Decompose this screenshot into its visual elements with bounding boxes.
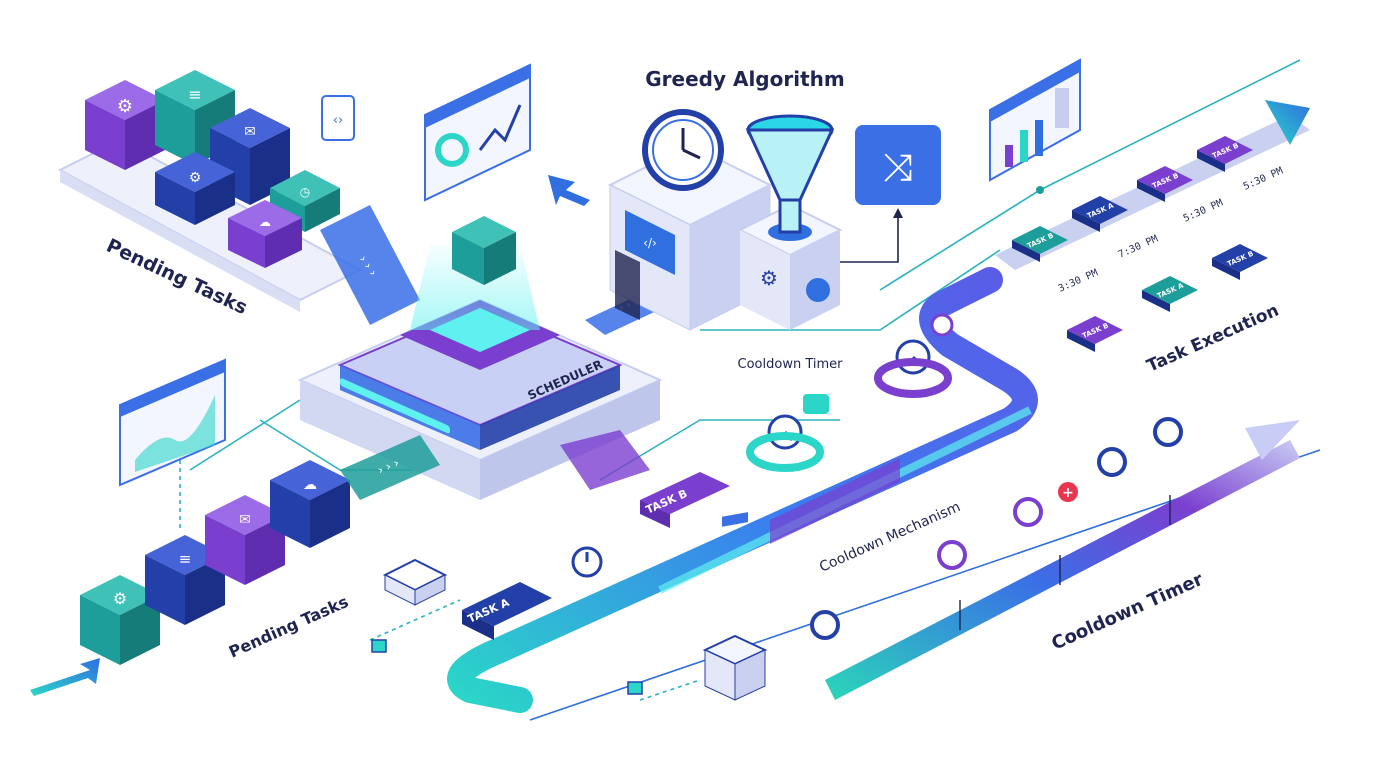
cube-database-navy: ≡ bbox=[145, 535, 225, 625]
gear-icon: ⚙ bbox=[189, 170, 202, 186]
exec-task-tile: TASK A bbox=[1142, 276, 1198, 312]
plus-icon bbox=[1058, 482, 1078, 502]
cube-mail-purple: ✉ bbox=[205, 495, 285, 585]
greedy-algorithm-label: Greedy Algorithm bbox=[645, 67, 844, 91]
exec-task-tile: TASK A bbox=[1072, 196, 1128, 232]
chart-icon bbox=[135, 395, 215, 472]
conveyor-chute-top bbox=[320, 205, 420, 325]
chart-icon bbox=[478, 104, 522, 151]
chart-icon bbox=[1055, 88, 1069, 128]
connector-machine-shuffle bbox=[840, 215, 899, 263]
gear-icon: ⚙ bbox=[113, 589, 127, 608]
stopwatch-icon bbox=[810, 610, 840, 640]
exec-time-label: 5:30 PM bbox=[1182, 198, 1225, 225]
pending-tasks-tray-top: ⚙ ≡ ✉ ⚙ ◷ ☁ bbox=[57, 70, 420, 325]
cube-gear-navy: ⚙ bbox=[155, 152, 235, 225]
exec-task-tile: TASK B bbox=[1012, 226, 1068, 262]
exec-task-tile: TASK B bbox=[1212, 244, 1268, 280]
analytics-window bbox=[119, 358, 226, 487]
exec-time-label: 7:30 PM bbox=[1117, 234, 1160, 261]
task-execution-label: Task Execution bbox=[1144, 300, 1282, 376]
donut-chart-icon bbox=[435, 133, 469, 167]
timeline-arrow-icon bbox=[1245, 420, 1300, 460]
cube-cloud-purple: ☁ bbox=[228, 200, 302, 268]
gear-icon: ⚙ bbox=[760, 266, 778, 290]
stopwatch-icon bbox=[1013, 497, 1043, 527]
mail-icon: ✉ bbox=[244, 124, 256, 140]
scheduler-top-cube bbox=[452, 216, 516, 285]
gear-icon: ⚙ bbox=[117, 96, 133, 117]
shuffle-tile: ⤨ bbox=[855, 125, 941, 205]
stopwatch-icon bbox=[571, 546, 603, 578]
main-conveyor bbox=[447, 267, 1038, 713]
funnel-icon bbox=[745, 114, 835, 234]
database-icon: ≡ bbox=[188, 85, 201, 104]
shuffle-icon: ⤨ bbox=[883, 145, 913, 189]
cooldown-timer-label-large: Cooldown Timer bbox=[1048, 569, 1206, 655]
clock-icon bbox=[642, 109, 724, 191]
cube-gear-teal: ⚙ bbox=[80, 575, 160, 665]
exec-task-tile: TASK B bbox=[1137, 166, 1193, 202]
mail-icon: ✉ bbox=[239, 512, 251, 528]
clock-icon: ◷ bbox=[300, 185, 311, 199]
task-b-chip: TASK B bbox=[640, 472, 730, 528]
dashboard-window-right bbox=[989, 58, 1081, 182]
cooldown-timer-label-small: Cooldown Timer bbox=[738, 357, 844, 372]
greedy-algorithm-machine: ‹/› ⚙ bbox=[607, 109, 843, 331]
stopwatch-icon bbox=[895, 339, 931, 375]
stopwatch-icon bbox=[1097, 447, 1127, 477]
cube-gear-purple: ⚙ bbox=[85, 80, 165, 170]
database-icon: ≡ bbox=[179, 550, 192, 568]
stopwatch-icon bbox=[930, 313, 954, 337]
scheduler-platform bbox=[297, 216, 663, 500]
code-icon: ‹/› bbox=[643, 236, 657, 250]
svg-text:+: + bbox=[1062, 485, 1074, 501]
cloud-icon: ☁ bbox=[259, 215, 271, 229]
stopwatch-icon bbox=[937, 540, 967, 570]
cube-cloud-navy: ☁ bbox=[270, 460, 350, 548]
belt-arrow-icon bbox=[1265, 100, 1310, 145]
stopwatch-group bbox=[571, 339, 952, 578]
task-a-chip: TASK A bbox=[462, 582, 552, 640]
input-arrow-icon bbox=[30, 658, 100, 696]
dashboard-window-top bbox=[424, 63, 531, 202]
timer-bubble bbox=[803, 394, 829, 414]
stopwatch-icon bbox=[1153, 417, 1183, 447]
code-icon: ‹› bbox=[333, 113, 343, 128]
conveyor-to-task-b bbox=[560, 430, 650, 490]
exec-task-tile: TASK B bbox=[1197, 136, 1253, 172]
exec-task-tile: TASK B bbox=[1067, 316, 1123, 352]
server-stack bbox=[702, 512, 768, 701]
gauge-icon bbox=[806, 278, 830, 302]
cooldown-timeline: + bbox=[810, 417, 1300, 700]
small-box bbox=[382, 558, 448, 606]
cloud-icon: ☁ bbox=[303, 477, 317, 493]
exec-time-label: 3:30 PM bbox=[1057, 268, 1100, 295]
pending-tasks-row-bottom: ⚙ ≡ ✉ ☁ › › › bbox=[30, 435, 440, 696]
exec-time-label: 5:30 PM bbox=[1242, 166, 1285, 193]
pending-tasks-label-bottom: Pending Tasks bbox=[226, 592, 351, 662]
arrow-icon bbox=[548, 175, 590, 206]
code-chip: ‹› bbox=[321, 95, 355, 141]
